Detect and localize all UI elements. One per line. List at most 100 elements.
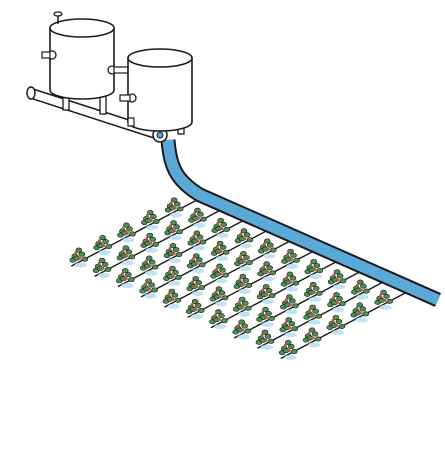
water-spot: [146, 225, 159, 231]
plant: [327, 292, 346, 313]
plant-fruit: [219, 272, 223, 276]
plant-leaf: [151, 287, 158, 293]
plant-fruit: [359, 288, 363, 292]
plant: [163, 243, 183, 264]
plant-leaf: [308, 327, 316, 333]
plant-leaf: [335, 318, 343, 324]
plant-leaf: [315, 313, 322, 319]
plant-fruit: [219, 249, 223, 253]
plant-leaf: [261, 329, 269, 335]
water-spot: [170, 212, 183, 218]
plant-fruit: [121, 249, 125, 253]
plant-leaf: [150, 214, 157, 220]
plant-leaf: [266, 242, 274, 248]
plant-leaf: [126, 226, 133, 232]
plant-leaf: [244, 305, 252, 311]
plant-fruit: [308, 285, 312, 289]
water-spot: [169, 235, 182, 241]
plant-leaf: [125, 272, 132, 278]
plant-fruit: [97, 261, 101, 265]
plant-leaf: [262, 284, 270, 290]
plant-leaf: [219, 267, 226, 273]
plant: [256, 306, 275, 327]
plant-fruit: [264, 338, 268, 342]
plant-leaf: [128, 277, 135, 283]
plant-fruit: [102, 244, 106, 248]
plant-leaf: [152, 241, 160, 247]
plant: [163, 265, 182, 286]
plant-leaf: [195, 257, 203, 263]
plant: [209, 309, 228, 330]
plant: [139, 255, 159, 276]
plant-leaf: [198, 262, 206, 268]
plant-leaf: [338, 323, 346, 329]
water-spot: [332, 307, 345, 313]
plant: [302, 327, 322, 348]
plant-fruit: [311, 336, 315, 340]
water-spot: [284, 332, 297, 338]
plant-leaf: [240, 251, 247, 257]
plant-leaf: [290, 349, 298, 355]
plant-leaf: [339, 301, 346, 307]
plant: [233, 273, 253, 294]
plant: [280, 271, 300, 292]
plant-leaf: [176, 206, 184, 212]
plant-fruit: [192, 234, 196, 238]
plant-fruit: [266, 247, 270, 251]
plant: [211, 218, 231, 239]
plant-leaf: [194, 302, 202, 308]
plant-leaf: [81, 256, 89, 262]
plant-leaf: [312, 285, 320, 291]
plant-fruit: [125, 231, 129, 235]
plant-fruit: [145, 236, 149, 240]
plant: [281, 248, 300, 269]
plant-leaf: [290, 252, 297, 258]
plant-fruit: [331, 318, 335, 322]
plant-leaf: [170, 197, 178, 203]
plant-fruit: [241, 305, 245, 309]
plant-leaf: [309, 281, 317, 287]
plant: [141, 210, 160, 231]
water-spot: [239, 243, 252, 249]
plant-leaf: [222, 249, 230, 255]
plant-leaf: [363, 288, 370, 294]
plant-leaf: [316, 268, 324, 274]
plant-fruit: [239, 232, 243, 236]
plant-fruit: [195, 262, 199, 266]
plant-fruit: [355, 306, 359, 310]
plant-fruit: [213, 313, 217, 317]
plant-leaf: [129, 231, 136, 237]
plant: [255, 329, 275, 350]
plant: [210, 240, 230, 261]
water-spot: [169, 258, 182, 264]
plant-fruit: [312, 290, 316, 294]
plant-leaf: [199, 239, 207, 245]
plant-fruit: [145, 214, 149, 218]
plant-leaf: [339, 278, 347, 284]
plant: [188, 207, 207, 228]
plant-leaf: [263, 238, 271, 244]
plant-fruit: [307, 331, 311, 335]
plant: [164, 220, 183, 241]
plant-leaf: [287, 248, 294, 254]
plant-leaf: [243, 232, 251, 238]
plant: [278, 340, 298, 361]
plant-fruit: [262, 242, 266, 246]
water-spot: [355, 317, 368, 323]
plant-leaf: [215, 309, 222, 315]
plant-leaf: [311, 331, 319, 337]
plant-leaf: [128, 254, 136, 260]
plant: [234, 251, 253, 272]
plant-fruit: [196, 216, 200, 220]
plant-fruit: [78, 256, 82, 260]
plant: [326, 314, 346, 335]
plant-fruit: [261, 288, 265, 292]
water-spot: [263, 253, 276, 259]
plant-leaf: [174, 297, 182, 303]
plant-leaf: [102, 239, 109, 245]
plant-leaf: [197, 211, 204, 217]
plant-leaf: [269, 247, 277, 253]
plant-leaf: [292, 303, 299, 309]
plant-fruit: [238, 255, 242, 259]
plant-fruit: [171, 274, 175, 278]
